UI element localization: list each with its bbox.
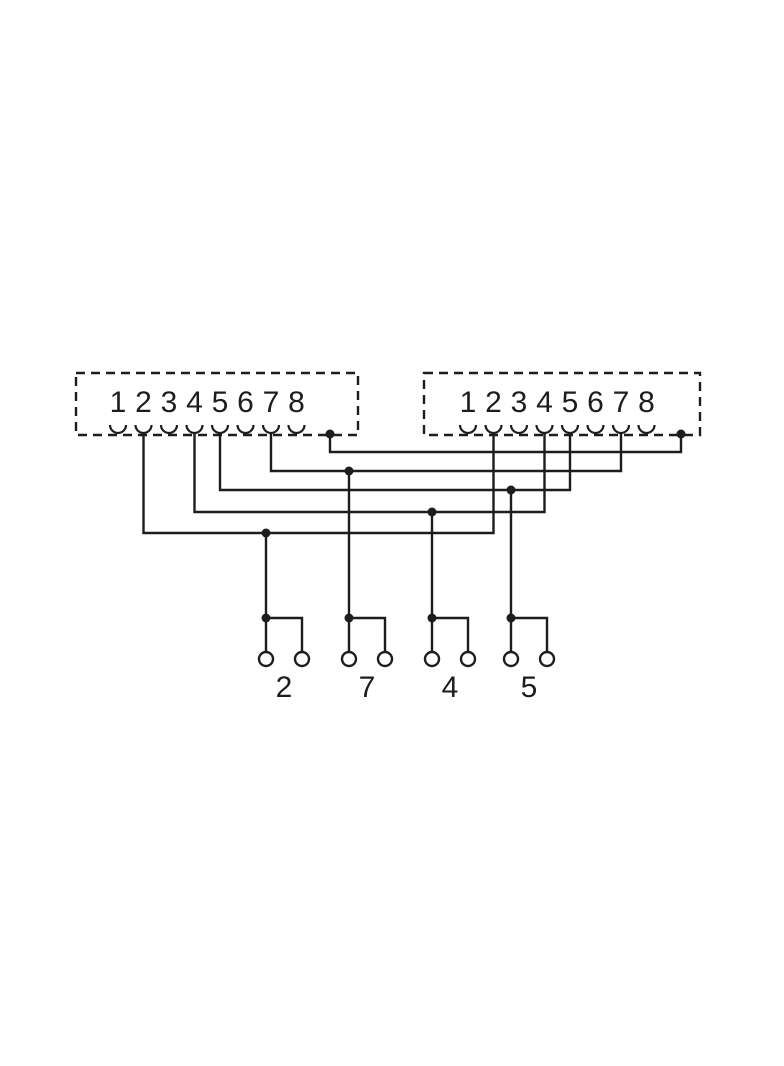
pin-contacts [108,424,656,435]
net-wire-terminal-4 [193,433,546,652]
pin-contact-arc [210,424,230,435]
pin-number: 6 [237,386,254,419]
junction-dot [325,429,335,439]
pin-contact-arc [484,424,503,435]
pin-number: 3 [161,386,178,419]
pin-contact-arc [261,424,281,435]
junction-dot [506,613,516,623]
pin-number: 1 [110,386,127,419]
terminal-socket [538,650,556,668]
pin-number: 3 [511,386,528,419]
terminal-socket [423,650,441,668]
net-wire-terminal-5 [218,433,572,652]
pin-number: 4 [186,386,203,419]
pin-contact-arc [236,424,255,435]
junction-dot [427,613,437,623]
junction-dot [344,613,354,623]
pin-contact-arc [560,424,580,435]
junction-dot [427,507,437,517]
pin-contact-arc [611,424,631,435]
terminal-socket [459,650,477,668]
junction-dot [261,528,271,538]
pin-number: 4 [536,386,553,419]
pin-contact-arc [535,424,554,435]
terminal-socket [340,650,358,668]
pin-number: 5 [562,386,579,419]
pin-number: 7 [613,386,630,419]
junction-dot [261,613,271,623]
pin-contact-arc [134,424,153,435]
pin-contact-arc [637,424,656,435]
left-connector-outline [74,371,360,437]
pin-number: 7 [263,386,280,419]
pin-number: 8 [288,386,305,419]
pin-contact-arc [108,424,128,435]
pin-contact-arc [509,424,529,435]
pin-number: 8 [638,386,655,419]
terminal-label: 4 [442,671,459,704]
junction-dot [676,429,686,439]
terminal-label: 2 [276,671,293,704]
terminal-socket [293,650,311,668]
terminal-socket [257,650,275,668]
pin-number: 6 [587,386,604,419]
pin-contact-arc [458,424,478,435]
terminal-socket [502,650,520,668]
pin-number: 1 [460,386,477,419]
net-wire-shield-link [328,436,683,454]
pin-contact-arc [287,424,306,435]
pin-contact-arc [185,424,204,435]
terminal-socket [376,650,394,668]
pin-number: 2 [135,386,152,419]
pin-contact-arc [586,424,605,435]
junction-dot [506,485,516,495]
right-connector-outline [422,371,702,437]
junction-dot [344,466,354,476]
pin-contact-arc [159,424,179,435]
pin-number: 2 [485,386,502,419]
pin-number: 5 [212,386,229,419]
terminal-label: 5 [521,671,538,704]
terminal-label: 7 [359,671,376,704]
net-wire-terminal-2 [142,433,495,652]
